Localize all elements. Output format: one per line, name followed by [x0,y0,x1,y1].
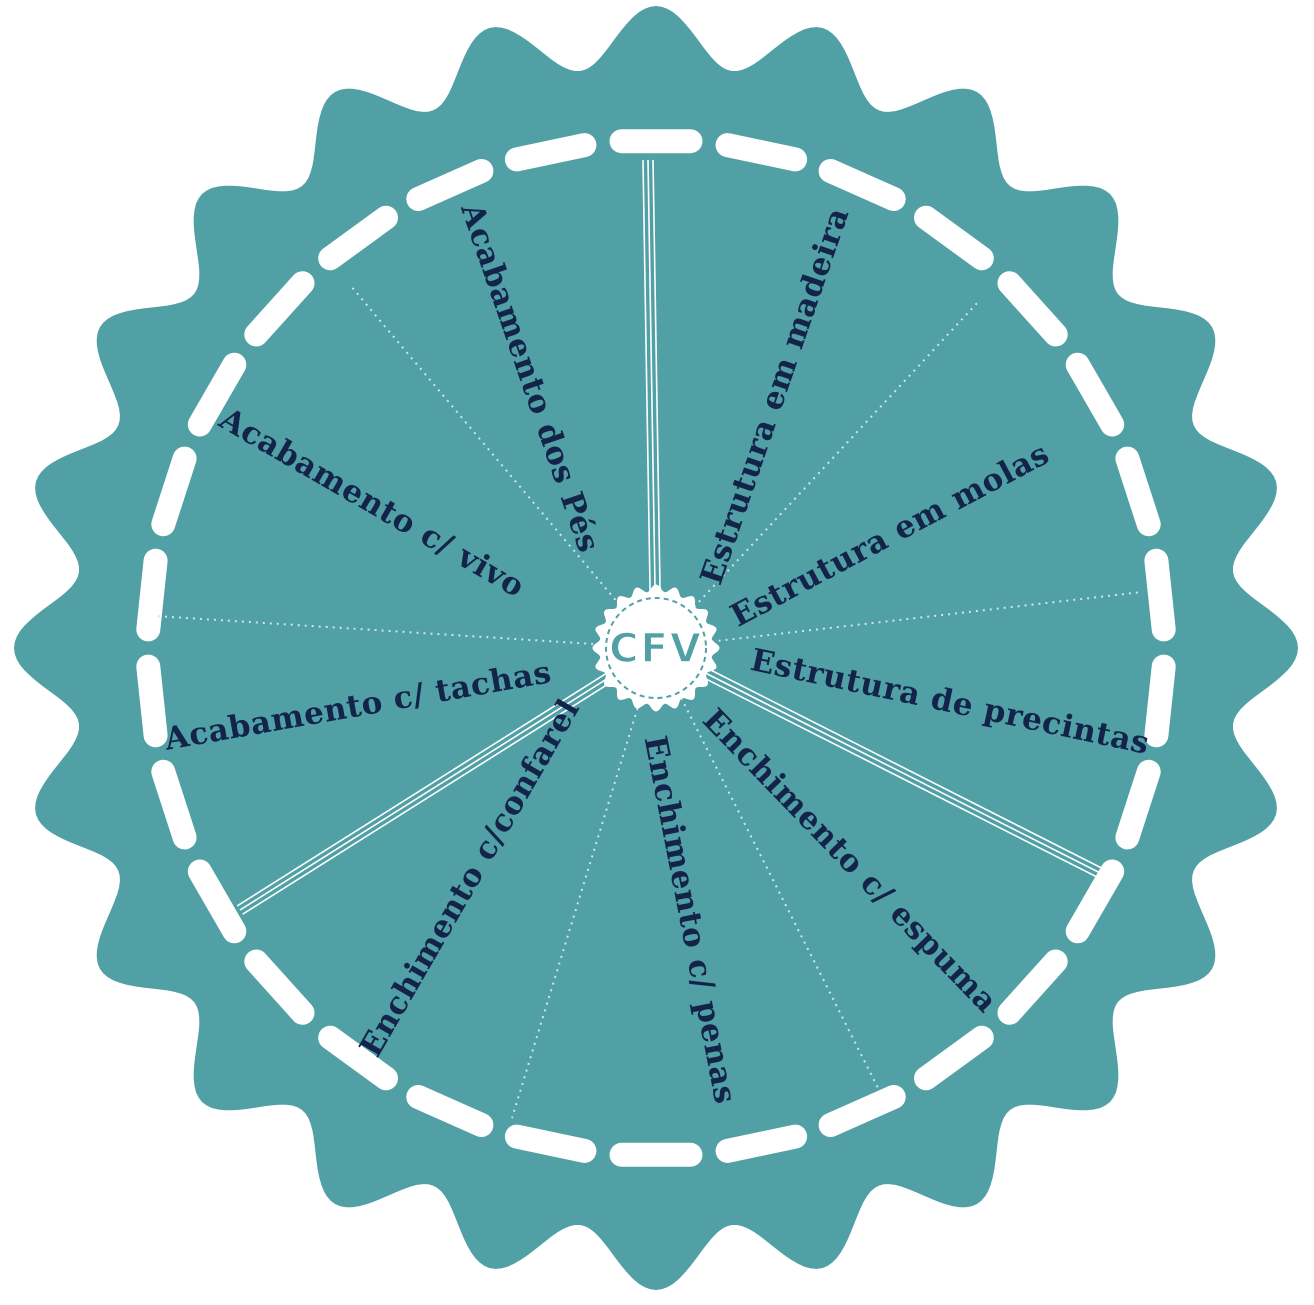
triple-spoke-line [647,159,657,649]
stitch-dash [136,654,168,748]
stitch-dash [715,133,808,172]
dotted-spoke [655,591,1143,649]
stitch-dash [136,548,168,642]
stitch-dash [318,205,398,271]
stitch-dash [406,1085,494,1137]
stitch-dash [504,133,597,172]
stitch-dash [914,205,994,271]
stitch-dash [997,271,1068,347]
logo-text: CFV [609,626,703,672]
stitch-dash [715,1124,808,1163]
triple-spoke-line [653,651,1117,888]
triple-spoke-line [236,643,654,907]
stitch-dash [818,159,906,211]
triple-spoke-line [652,159,662,648]
triple-spoke-line [642,160,652,649]
dotted-spoke [511,647,657,1119]
triple-spoke-line [655,647,1119,883]
scalloped-seal-icon [592,584,720,712]
stitch-dash [244,949,315,1025]
triple-spoke-line [239,647,657,911]
dotted-spoke [655,647,879,1089]
stitch-dash [504,1124,597,1163]
stitch-dash [818,1085,906,1137]
stitch-dash [1065,352,1125,437]
spoke-lines [154,159,1143,1119]
triple-spoke-line [657,642,1121,879]
stitch-dash [406,159,494,211]
stitch-dash [318,1025,398,1091]
stitch-dash [151,759,197,850]
stitch-dash [151,446,197,537]
center-logo: CFV [592,584,720,712]
stitch-dash [187,859,247,944]
stitch-dash [1144,654,1176,748]
stitch-dash [244,271,315,347]
triple-spoke-line [242,651,660,915]
stitch-dash [187,352,247,437]
stitch-dash [1115,759,1161,850]
stitch-dash [1144,548,1176,642]
stitch-dash [1115,446,1161,537]
dashed-stitch-ring [136,129,1176,1167]
stitch-dash [914,1025,994,1091]
stitch-dash [997,949,1068,1025]
logo-dashed-ring [605,597,707,699]
